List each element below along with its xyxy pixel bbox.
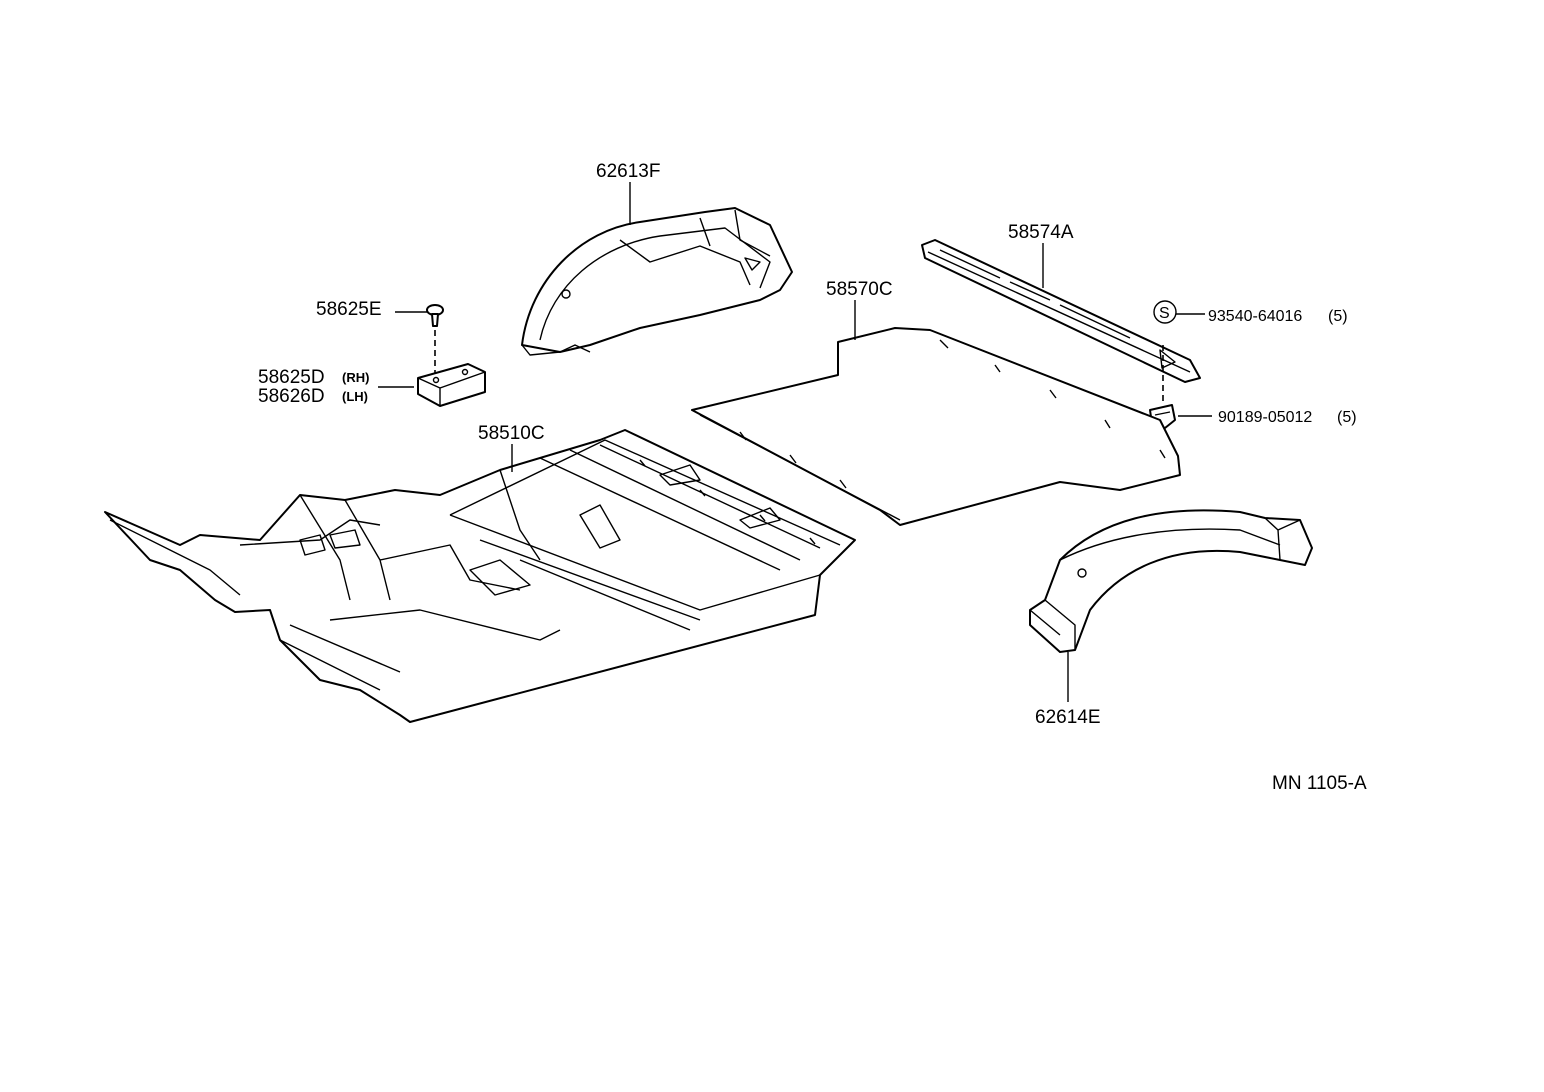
label-58626d-lh: (LH) bbox=[342, 389, 368, 404]
bracket-58574a bbox=[921, 239, 1201, 383]
label-93540-qty: (5) bbox=[1328, 308, 1348, 325]
s-mark: S bbox=[1159, 305, 1170, 322]
label-58570c: 58570C bbox=[826, 279, 893, 300]
label-58626d: 58626D bbox=[258, 386, 325, 407]
label-90189-qty: (5) bbox=[1337, 409, 1357, 426]
floor-board-58570c bbox=[691, 327, 1181, 526]
screw-58625e bbox=[426, 304, 444, 327]
label-62613f: 62613F bbox=[596, 161, 660, 182]
wheel-housing-62614e bbox=[1029, 509, 1313, 653]
label-58625d: 58625D bbox=[258, 367, 325, 388]
drawing-code: MN 1105-A bbox=[1272, 773, 1367, 794]
label-62614e: 62614E bbox=[1035, 707, 1101, 728]
label-58625e: 58625E bbox=[316, 299, 382, 320]
label-58625d-rh: (RH) bbox=[342, 370, 369, 385]
pad-58625d bbox=[417, 363, 486, 407]
label-58574a: 58574A bbox=[1008, 222, 1074, 243]
floor-pan-58510c bbox=[104, 429, 856, 723]
label-90189: 90189-05012 bbox=[1218, 409, 1312, 426]
label-58510c: 58510C bbox=[478, 423, 545, 444]
wheel-housing-62613f bbox=[521, 207, 793, 356]
s-mark-circle bbox=[1153, 300, 1177, 324]
label-93540: 93540-64016 bbox=[1208, 308, 1302, 325]
